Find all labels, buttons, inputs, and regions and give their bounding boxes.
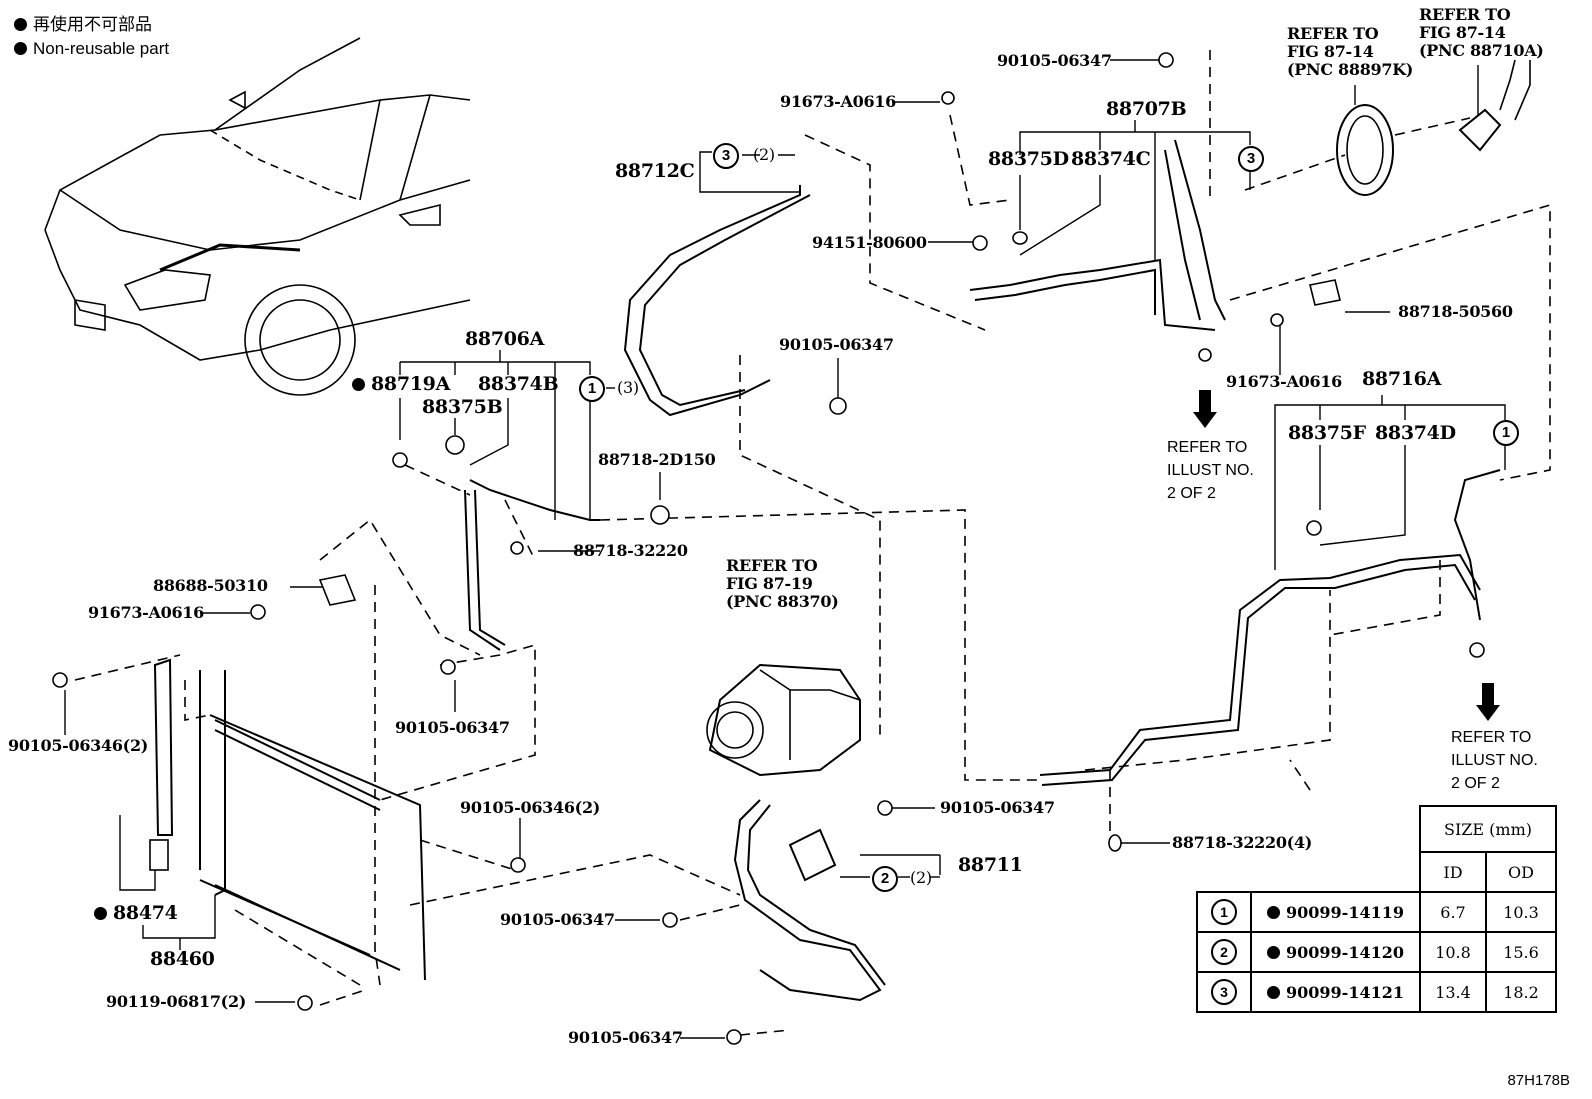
table-row: 1 90099-14119 6.7 10.3 bbox=[1196, 891, 1557, 933]
refer-illust-2-of-2-lower[interactable]: REFER TO ILLUST NO. 2 OF 2 bbox=[1451, 729, 1538, 792]
part-label-88374d[interactable]: 88374D bbox=[1375, 422, 1456, 444]
refer-illust-2-of-2-upper[interactable]: REFER TO ILLUST NO. 2 OF 2 bbox=[1167, 439, 1254, 502]
part-label-88460[interactable]: 88460 bbox=[150, 948, 215, 970]
part-label-90105-06346-mid[interactable]: 90105-06346(2) bbox=[460, 798, 601, 817]
dashed-guides bbox=[74, 50, 1551, 1036]
part-label-88706a[interactable]: 88706A bbox=[465, 328, 545, 350]
part-label-91673-a0616-right[interactable]: 91673-A0616 bbox=[1226, 372, 1342, 391]
o-ring-id: 13.4 bbox=[1419, 971, 1487, 1013]
callout-2-88711[interactable]: 2 bbox=[872, 866, 898, 892]
callout-3-88707b[interactable]: 3 bbox=[1238, 146, 1264, 172]
qty-88706a: (3) bbox=[617, 378, 639, 397]
table-row: 2 90099-14120 10.8 15.6 bbox=[1196, 931, 1557, 973]
legend-en: Non-reusable part bbox=[14, 38, 169, 60]
table-row: 3 90099-14121 13.4 18.2 bbox=[1196, 971, 1557, 1013]
part-label-88474[interactable]: 88474 bbox=[94, 902, 178, 924]
part-label-88375f[interactable]: 88375F bbox=[1288, 422, 1366, 444]
non-reusable-bullet-icon bbox=[1267, 905, 1281, 919]
non-reusable-bullet-icon bbox=[14, 18, 27, 31]
o-ring-part-number[interactable]: 90099-14120 bbox=[1286, 942, 1404, 962]
part-label-88374b[interactable]: 88374B bbox=[478, 373, 559, 395]
non-reusable-bullet-icon bbox=[1267, 985, 1281, 999]
part-label-88718-50560[interactable]: 88718-50560 bbox=[1398, 302, 1513, 321]
refer-arrows bbox=[1193, 390, 1500, 721]
size-col-id: ID bbox=[1419, 851, 1487, 893]
part-label-90105-06347-top[interactable]: 90105-06347 bbox=[997, 51, 1112, 70]
vehicle-illustration bbox=[44, 37, 471, 396]
pulley-inner bbox=[1346, 115, 1384, 185]
part-label-88716a[interactable]: 88716A bbox=[1362, 368, 1442, 390]
non-reusable-bullet-icon bbox=[94, 907, 107, 920]
part-label-88718-32220[interactable]: 88718-32220 bbox=[573, 541, 688, 560]
part-label-88718-2d150[interactable]: 88718-2D150 bbox=[598, 450, 716, 469]
part-label-88375d[interactable]: 88375D bbox=[988, 148, 1069, 170]
fasteners bbox=[52, 52, 1485, 1045]
non-reusable-bullet-icon bbox=[352, 378, 365, 391]
part-label-94151-80600[interactable]: 94151-80600 bbox=[812, 233, 927, 252]
part-label-88712c[interactable]: 88712C bbox=[615, 160, 695, 182]
refer-fig-87-14-88710a[interactable]: REFER TO FIG 87-14 (PNC 88710A) bbox=[1419, 5, 1544, 60]
hoses bbox=[199, 139, 1501, 1002]
part-label-88374c[interactable]: 88374C bbox=[1071, 148, 1151, 170]
callout-3-88712c[interactable]: 3 bbox=[713, 143, 739, 169]
qty-88711: (2) bbox=[910, 868, 932, 887]
part-label-91673-a0616-left[interactable]: 91673-A0616 bbox=[88, 603, 204, 622]
o-ring-id: 6.7 bbox=[1419, 891, 1487, 933]
figure-code: 87H178B bbox=[1507, 1072, 1570, 1089]
legend-en-text: Non-reusable part bbox=[33, 39, 170, 58]
o-ring-size-table: SIZE (mm) ID OD 1 90099-14119 6.7 10.3 2… bbox=[1196, 805, 1557, 1013]
legend-jp-text: 再使用不可部品 bbox=[33, 15, 152, 34]
non-reusable-bullet-icon bbox=[1267, 945, 1281, 959]
o-ring-part-number[interactable]: 90099-14119 bbox=[1286, 902, 1404, 922]
legend-jp: 再使用不可部品 bbox=[14, 14, 152, 36]
part-label-88719a[interactable]: 88719A bbox=[352, 373, 451, 395]
part-number-88719a: 88719A bbox=[371, 373, 451, 395]
part-label-88707b[interactable]: 88707B bbox=[1106, 98, 1187, 120]
filter-plug bbox=[149, 839, 169, 871]
part-number-88474: 88474 bbox=[113, 902, 178, 924]
refer-fig-87-14-88897k[interactable]: REFER TO FIG 87-14 (PNC 88897K) bbox=[1287, 24, 1414, 79]
part-label-90105-06347-low[interactable]: 90105-06347 bbox=[500, 910, 615, 929]
o-ring-od: 15.6 bbox=[1485, 931, 1557, 973]
callout-1-88706a[interactable]: 1 bbox=[579, 376, 605, 402]
muffler bbox=[788, 828, 837, 882]
compressor bbox=[706, 663, 861, 777]
part-label-90105-06347-comp[interactable]: 90105-06347 bbox=[940, 798, 1055, 817]
leader-lines bbox=[64, 59, 1506, 1039]
callout-1-88716a[interactable]: 1 bbox=[1493, 420, 1519, 446]
part-label-90105-06347-bottom[interactable]: 90105-06347 bbox=[568, 1028, 683, 1047]
callout-3: 3 bbox=[1211, 979, 1237, 1005]
pulley-part bbox=[1336, 104, 1394, 196]
part-label-88711[interactable]: 88711 bbox=[958, 854, 1023, 876]
part-label-90105-06347-left[interactable]: 90105-06347 bbox=[395, 718, 510, 737]
part-label-90119-06817[interactable]: 90119-06817(2) bbox=[106, 992, 247, 1011]
non-reusable-bullet-icon bbox=[14, 42, 27, 55]
callout-1: 1 bbox=[1211, 899, 1237, 925]
part-label-88688-50310[interactable]: 88688-50310 bbox=[153, 576, 268, 595]
part-label-88718-32220-4[interactable]: 88718-32220(4) bbox=[1172, 833, 1313, 852]
part-label-91673-a0616-top[interactable]: 91673-A0616 bbox=[780, 92, 896, 111]
refer-fig-87-19-88370[interactable]: REFER TO FIG 87-19 (PNC 88370) bbox=[726, 556, 839, 611]
connector-part bbox=[1458, 108, 1502, 152]
callout-2: 2 bbox=[1211, 939, 1237, 965]
size-header: SIZE (mm) bbox=[1419, 805, 1557, 853]
part-label-88375b[interactable]: 88375B bbox=[422, 396, 503, 418]
o-ring-part-number[interactable]: 90099-14121 bbox=[1286, 982, 1404, 1002]
size-col-od: OD bbox=[1485, 851, 1557, 893]
part-label-90105-06347-mid[interactable]: 90105-06347 bbox=[779, 335, 894, 354]
o-ring-id: 10.8 bbox=[1419, 931, 1487, 973]
o-ring-od: 18.2 bbox=[1485, 971, 1557, 1013]
o-ring-od: 10.3 bbox=[1485, 891, 1557, 933]
dryer-strip bbox=[153, 658, 174, 836]
part-label-90105-06346-left[interactable]: 90105-06346(2) bbox=[8, 736, 149, 755]
qty-88712c: (2) bbox=[753, 145, 775, 164]
